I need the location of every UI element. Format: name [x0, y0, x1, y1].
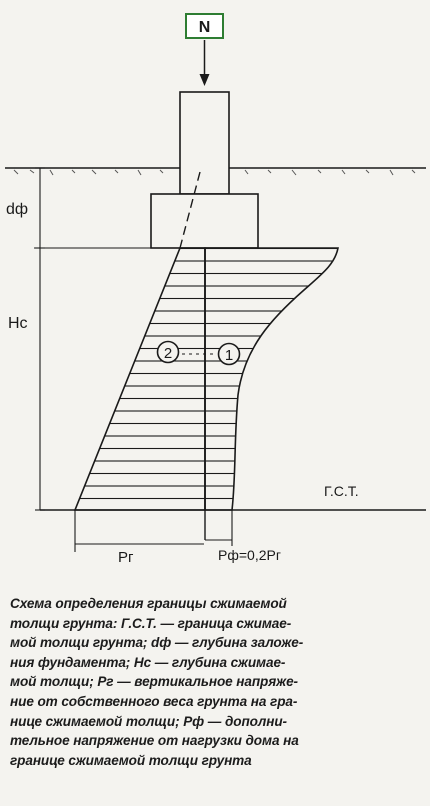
caption-line: толщи грунта: Г.С.Т. — граница сжимае-: [10, 615, 292, 631]
caption-line: тельное напряжение от нагрузки дома на: [10, 733, 299, 749]
caption-line: мой толщи; Pг — вертикальное напряже-: [10, 674, 298, 690]
foundation-stress-zone: [204, 247, 339, 511]
figure-caption: Схема определения границы сжимаемой толщи…: [10, 594, 424, 770]
foundation-stress-label: Pф=0,2Pг: [218, 547, 281, 563]
zone-marker-2-text: 2: [164, 345, 172, 362]
caption-line: ние от собственного веса грунта на гра-: [10, 693, 298, 709]
foundation-column: [179, 91, 230, 195]
zone-marker-2: 2: [156, 340, 180, 364]
compressible-layer-diagram: N: [5, 13, 426, 566]
load-arrow-head: [199, 74, 210, 86]
foundation-footing: [150, 193, 259, 249]
caption-line: ния фундамента; Hc — глубина сжимае-: [10, 654, 286, 670]
caption-line: мой толщи грунта; dф — глубина заложе-: [10, 635, 304, 651]
foundation: [150, 91, 259, 249]
depth-label: dф: [6, 201, 28, 218]
ground-surface: [5, 167, 426, 176]
load-label: N: [199, 19, 211, 36]
soil-stress-zone: [73, 247, 206, 511]
zone-marker-1-text: 1: [225, 347, 233, 364]
thickness-label: Hc: [8, 315, 28, 332]
caption-line: границе сжимаемой толщи грунта: [10, 752, 252, 768]
dimension-lines: [34, 167, 233, 552]
zone-marker-1: 1: [217, 342, 241, 366]
load-n: N: [185, 13, 224, 86]
caption-line: нице сжимаемой толщи; Pф — дополни-: [10, 713, 287, 729]
boundary-label: Г.С.Т.: [324, 483, 359, 499]
caption-line: Схема определения границы сжимаемой: [10, 596, 287, 611]
soil-stress-label: Pг: [118, 549, 134, 566]
stress-zones: [40, 247, 426, 540]
load-label-box: [185, 13, 224, 39]
